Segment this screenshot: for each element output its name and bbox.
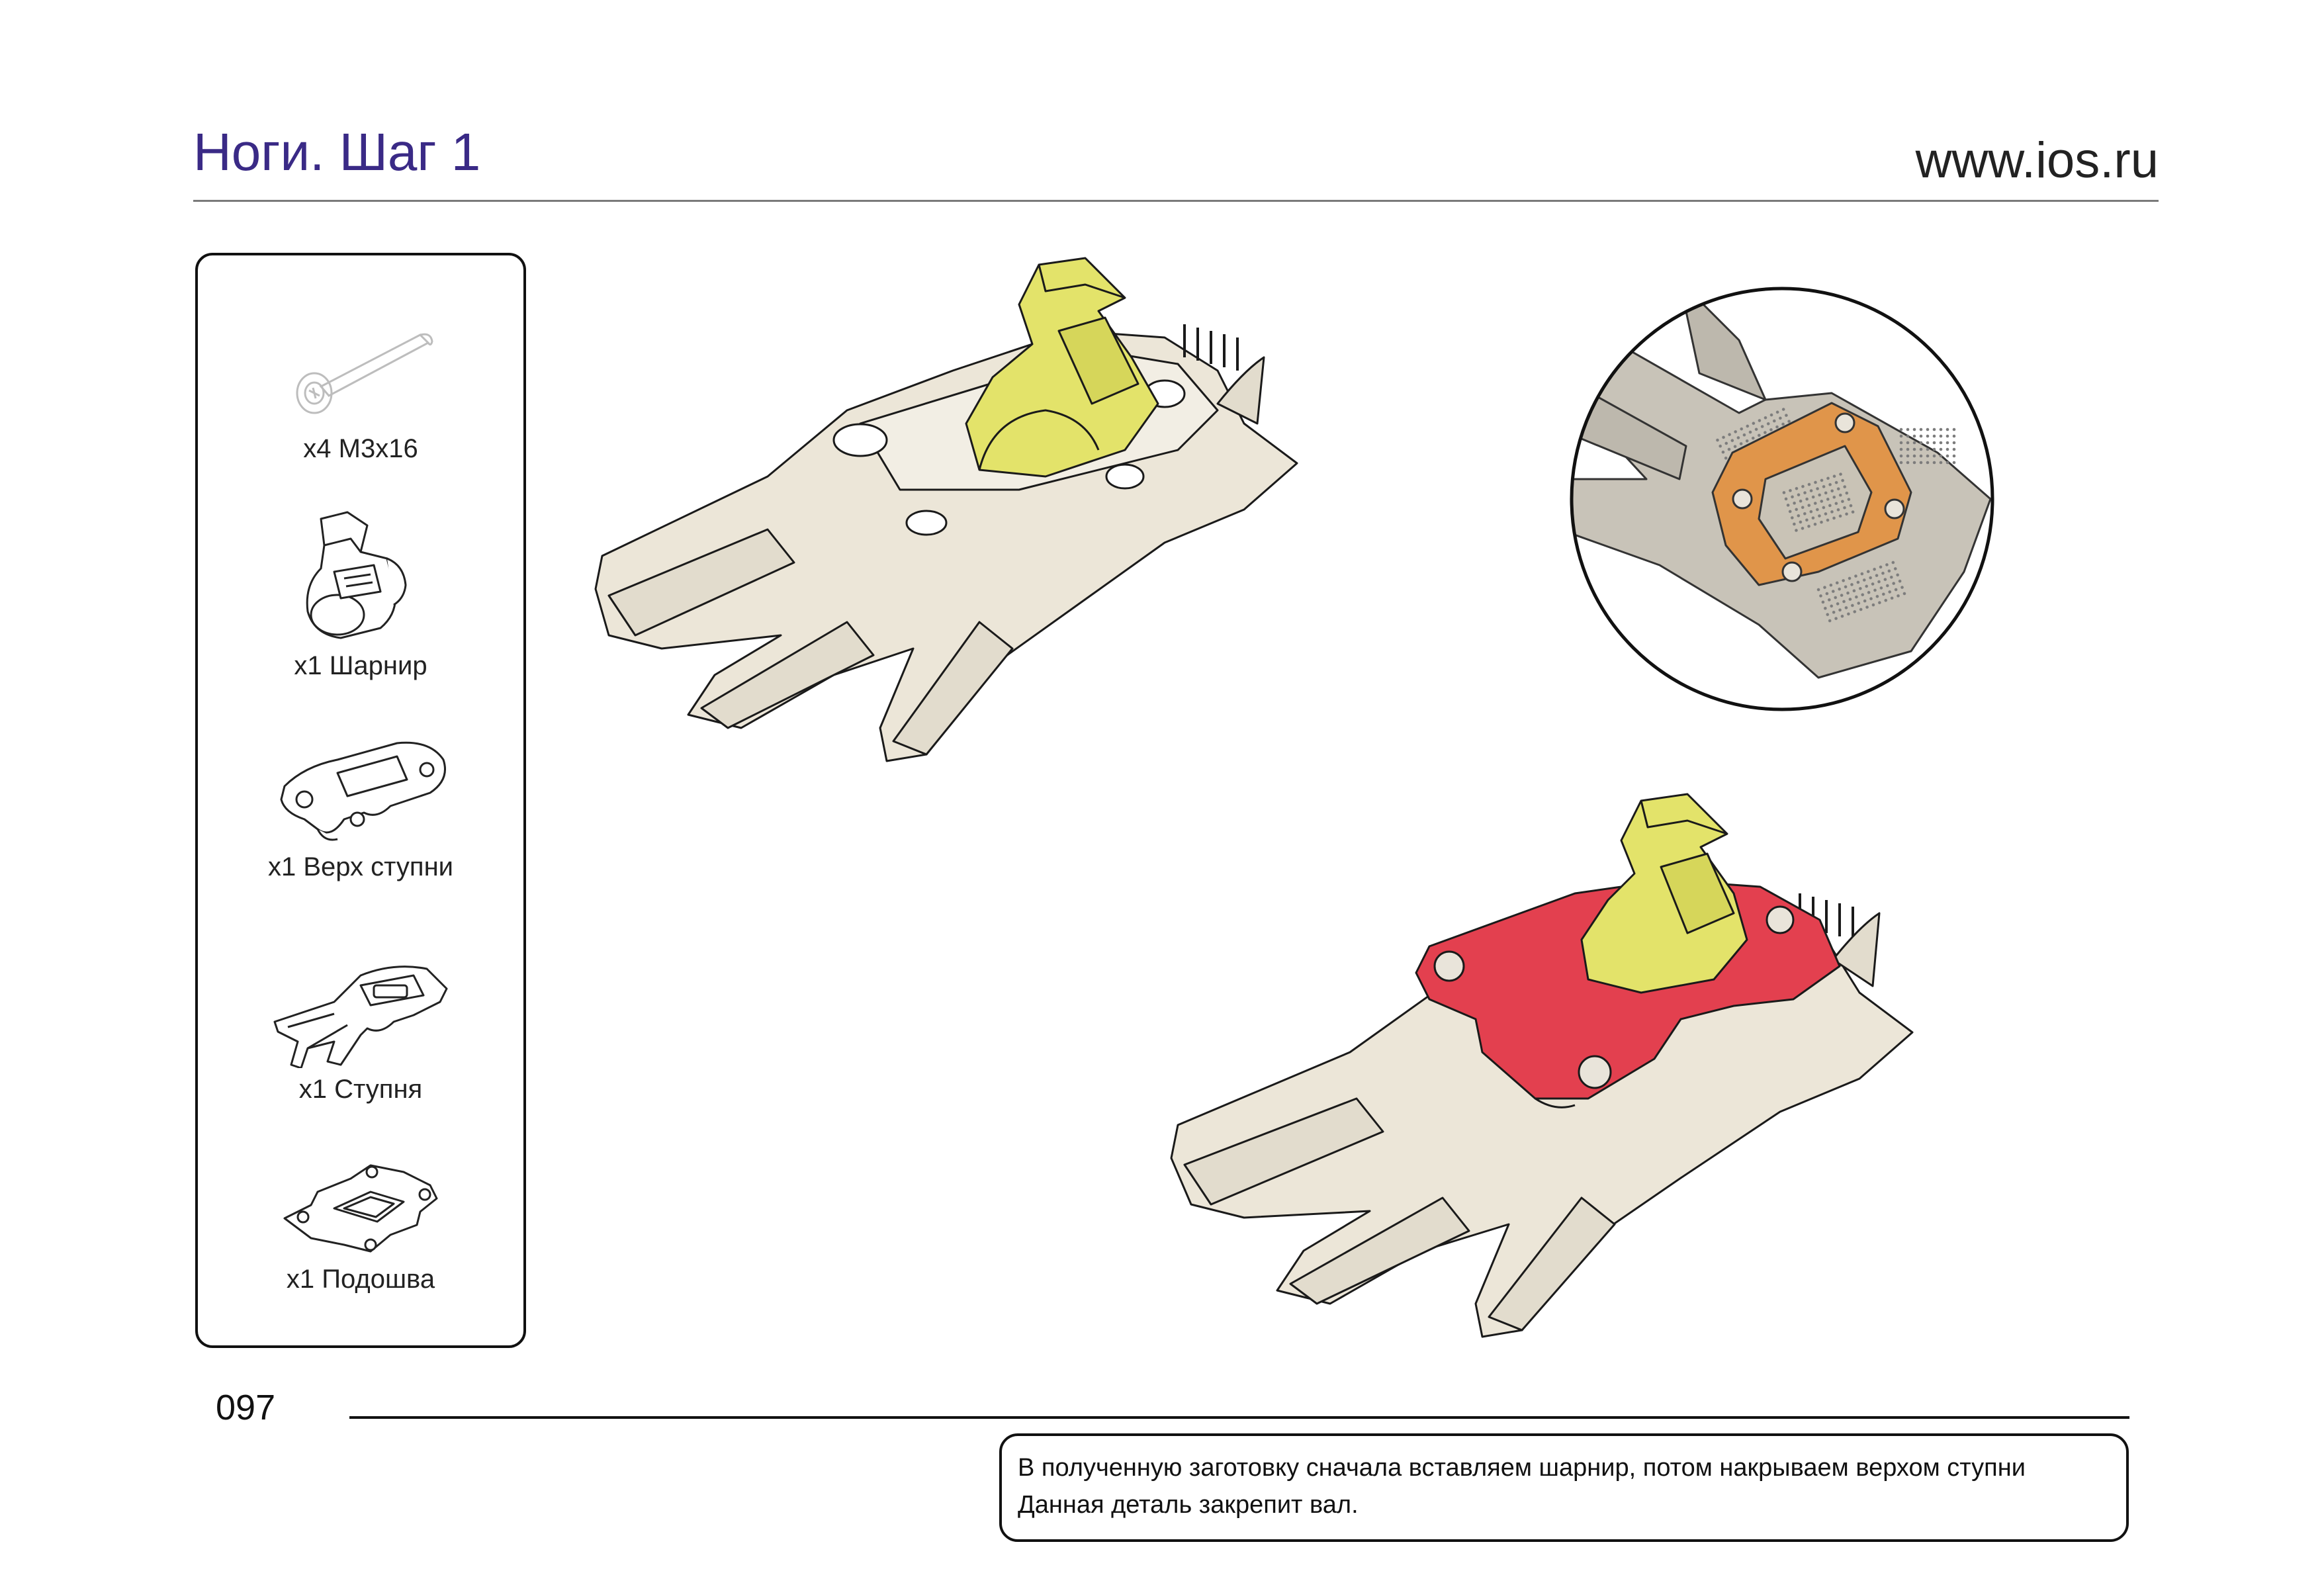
part-item-screw: x4 M3x16	[198, 308, 523, 464]
instruction-note: В полученную заготовку сначала вставляем…	[999, 1433, 2129, 1542]
part-label-sole: x1 Подошва	[286, 1265, 435, 1294]
part-label-foot-top: x1 Верх ступни	[267, 852, 454, 881]
page-number: 097	[216, 1388, 276, 1427]
hinge-icon	[306, 511, 407, 639]
header-divider	[193, 200, 2159, 202]
part-item-hinge: x1 Шарнир	[198, 506, 523, 681]
sole-icon	[283, 1164, 438, 1253]
footer-divider	[349, 1416, 2129, 1419]
assembly-illustration-foot-top	[1170, 793, 1914, 1338]
part-item-sole: x1 Подошва	[198, 1152, 523, 1294]
instruction-line-1: В полученную заготовку сначала вставляем…	[1018, 1454, 2026, 1482]
part-label-foot: x1 Ступня	[298, 1075, 423, 1104]
website-url[interactable]: www.ios.ru	[1915, 132, 2159, 189]
sole-detail-callout	[1570, 287, 1994, 711]
assembly-illustration-hinge	[594, 257, 1298, 762]
parts-panel: x4 M3x16 x1 Шарнир	[195, 253, 526, 1348]
part-label-hinge: x1 Шарнир	[294, 651, 427, 680]
part-label-screw: x4 M3x16	[303, 434, 418, 463]
foot-top-icon	[280, 741, 446, 841]
foot-icon	[273, 966, 448, 1068]
page-title: Ноги. Шаг 1	[193, 122, 481, 181]
screw-icon	[296, 333, 433, 414]
instruction-line-2: Данная деталь закрепит вал.	[1018, 1491, 1359, 1519]
part-item-foot: x1 Ступня	[198, 949, 523, 1104]
part-item-foot-top: x1 Верх ступни	[198, 733, 523, 882]
